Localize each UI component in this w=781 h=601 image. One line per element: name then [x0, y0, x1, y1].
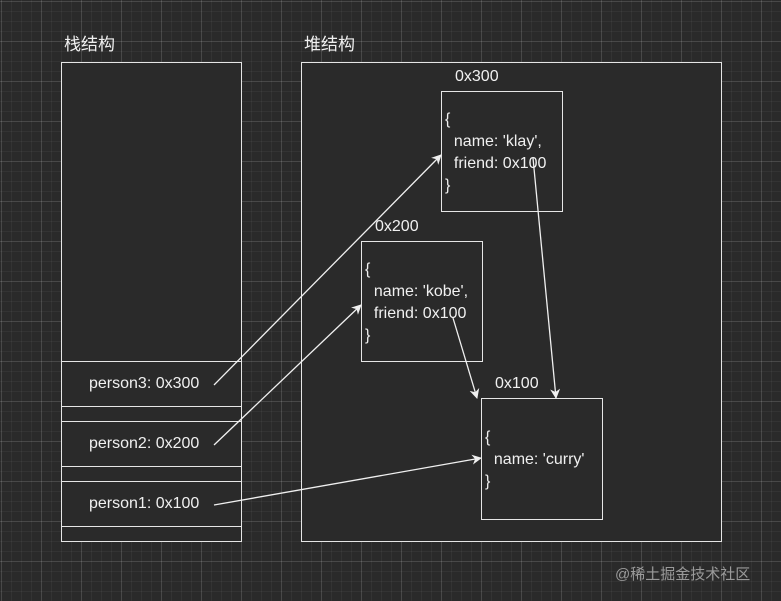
- stack-title: 栈结构: [64, 35, 115, 54]
- stack-var-person2: person2: 0x200: [89, 435, 200, 452]
- arrow-0x200-friend-to-0x100: [452, 317, 480, 399]
- heap-panel: [301, 62, 722, 542]
- stack-panel: [61, 62, 242, 542]
- code-line: }: [445, 177, 451, 194]
- object-address-0x100: 0x100: [495, 375, 539, 392]
- code-line: }: [365, 327, 371, 344]
- code-line: name: 'klay',: [445, 133, 542, 150]
- stack-divider: [61, 406, 242, 407]
- heap-title: 堆结构: [304, 35, 355, 54]
- code-line: friend: 0x100: [365, 305, 467, 322]
- code-line: }: [485, 473, 491, 490]
- object-address-0x200: 0x200: [375, 218, 419, 235]
- code-line: {: [485, 429, 491, 446]
- stack-divider: [61, 466, 242, 467]
- arrow-person1-to-0x100: [213, 454, 482, 506]
- object-address-0x300: 0x300: [455, 68, 499, 85]
- code-line: {: [445, 111, 451, 128]
- heap-object-0x100: { name: 'curry'}: [481, 398, 603, 520]
- stack-var-person1: person1: 0x100: [89, 495, 200, 512]
- object-body: { name: 'curry'}: [485, 427, 584, 493]
- watermark: @稀土掘金技术社区: [615, 566, 751, 583]
- arrow-person2-to-0x200: [213, 304, 362, 446]
- stack-divider: [61, 526, 242, 527]
- object-body: { name: 'klay', friend: 0x100}: [445, 109, 546, 197]
- stack-divider: [61, 481, 242, 482]
- stack-var-person3: person3: 0x300: [89, 375, 200, 392]
- code-line: name: 'kobe',: [365, 283, 469, 300]
- arrow-person3-to-0x300: [213, 154, 442, 386]
- code-line: name: 'curry': [485, 451, 585, 468]
- stack-divider: [61, 361, 242, 362]
- code-line: friend: 0x100: [445, 155, 547, 172]
- code-line: {: [365, 261, 371, 278]
- arrow-0x300-friend-to-0x100: [532, 157, 561, 399]
- heap-object-0x300: { name: 'klay', friend: 0x100}: [441, 91, 563, 212]
- object-body: { name: 'kobe', friend: 0x100}: [365, 259, 468, 347]
- heap-object-0x200: { name: 'kobe', friend: 0x100}: [361, 241, 483, 362]
- stack-divider: [61, 421, 242, 422]
